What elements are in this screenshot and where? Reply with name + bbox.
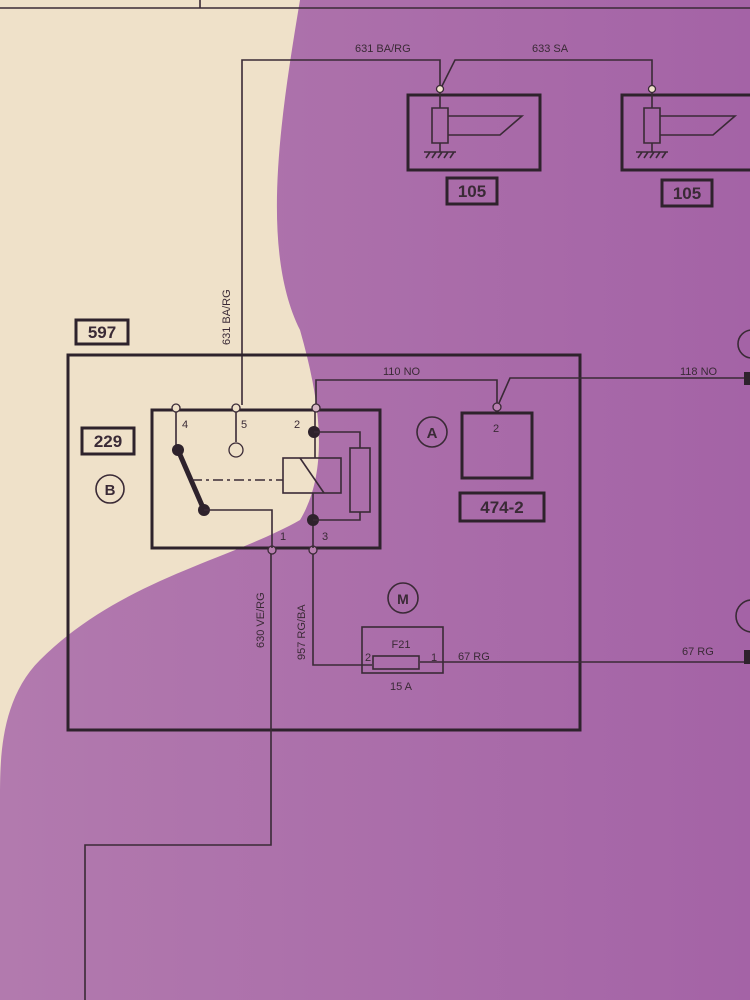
fuse-rating: 15 A — [390, 681, 413, 693]
connector-right — [744, 372, 750, 385]
wire-label-631-vertical: 631 BA/RG — [221, 289, 233, 345]
module-pin-2: 2 — [493, 423, 499, 435]
wire-957-67 — [312, 554, 745, 666]
relay-pin-4: 4 — [182, 419, 188, 431]
fuse-f21 — [361, 626, 444, 674]
fuse-pin-2: 2 — [365, 652, 371, 664]
wire-631 — [241, 59, 441, 405]
wire-label-631: 631 BA/RG — [355, 43, 411, 55]
page-border — [0, 0, 750, 9]
relay-pin-2: 2 — [294, 419, 300, 431]
module-474-2 — [460, 411, 534, 480]
relay-pin-5: 5 — [241, 419, 247, 431]
relay-pin-3: 3 — [322, 531, 328, 543]
fuse-name: F21 — [392, 639, 411, 651]
zone-a: A — [427, 425, 438, 442]
unit-ref-597: 597 — [88, 323, 116, 342]
horn-right — [620, 84, 750, 172]
component-edge-top — [737, 329, 750, 359]
wire-630 — [84, 554, 272, 1000]
wire-label-957: 957 RG/BA — [296, 604, 308, 660]
wire-633 — [441, 59, 653, 87]
wire-label-630: 630 VE/RG — [255, 592, 267, 648]
component-edge-bottom — [735, 599, 750, 633]
horn-left-ref: 105 — [458, 182, 486, 201]
zone-m: M — [397, 591, 409, 607]
horn-left — [406, 84, 542, 172]
relay-pin-1: 1 — [280, 531, 286, 543]
wire-label-118: 118 NO — [680, 366, 718, 378]
relay-229 — [150, 403, 382, 555]
wire-label-110: 110 NO — [383, 366, 421, 378]
wire-label-67-outer: 67 RG — [682, 646, 714, 658]
wire-label-633: 633 SA — [532, 43, 569, 55]
horn-right-ref: 105 — [673, 184, 701, 203]
connector-right-67 — [744, 650, 750, 664]
relay-ref-229: 229 — [94, 432, 122, 451]
wire-110 — [315, 379, 498, 404]
module-ref: 474-2 — [480, 498, 523, 517]
relay-unit-box — [66, 353, 582, 732]
wire-118 — [498, 377, 745, 404]
zone-b: B — [105, 482, 116, 499]
wire-label-67-inner: 67 RG — [458, 651, 490, 663]
fuse-pin-1: 1 — [431, 652, 437, 664]
